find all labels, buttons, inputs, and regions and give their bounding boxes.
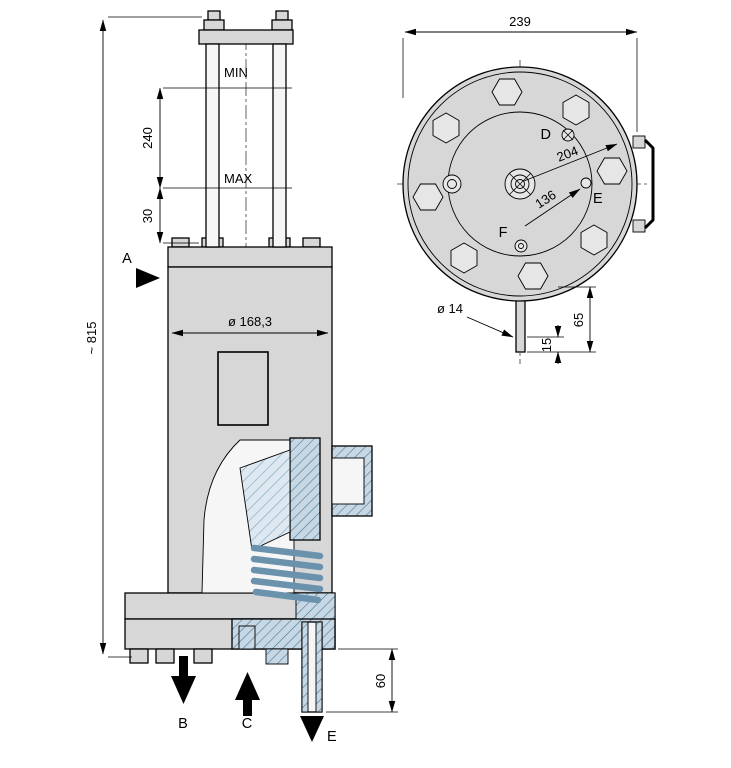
internal-flange-section [289, 437, 321, 541]
hub-bore [515, 179, 525, 189]
flange-bolts [412, 78, 628, 290]
dim-239: 239 [402, 14, 638, 132]
hex-bolt [580, 224, 608, 256]
front-view: MIN MAX 240 30 ~ 815 ø 168,3 A [84, 10, 398, 745]
spring-coil [250, 544, 324, 560]
dim-15-text: 15 [539, 338, 554, 352]
dim-204-text: 204 [555, 143, 581, 165]
left-port-inner [447, 179, 457, 189]
hex-bolt [491, 78, 523, 106]
label-b: B [178, 716, 188, 732]
top-view: D E F 204 136 239 ø 14 [397, 14, 655, 364]
dim-pin-text: ø 14 [437, 301, 463, 316]
top-plate [198, 29, 294, 45]
top-bolt-left-nut [203, 19, 225, 31]
handle-tab-top [632, 135, 646, 149]
label-e-front: E [327, 729, 337, 745]
side-port-bore [331, 457, 365, 505]
spring-coils [250, 544, 324, 604]
spring-coil [250, 566, 324, 582]
label-d: D [541, 127, 551, 143]
dim-60-text: 60 [373, 674, 388, 688]
flange-outer-circle-2 [407, 71, 633, 297]
hex-bolt [432, 112, 460, 144]
left-port-outer [442, 174, 462, 194]
hub-cross-2 [508, 172, 532, 196]
dim-65: 65 [527, 286, 596, 353]
port-f-circle [514, 239, 528, 253]
port-e-circle [580, 177, 592, 189]
body-top-flange [167, 246, 333, 268]
bottom-bolt-sectioned [265, 648, 289, 665]
flange-nut-4 [302, 237, 321, 248]
hex-bolt [596, 157, 628, 185]
label-c: C [242, 716, 252, 732]
bottom-bolt-1 [129, 648, 149, 664]
pin-leader-line [466, 316, 514, 338]
pipe-wall-left [301, 621, 309, 713]
bottom-pin [515, 298, 526, 353]
min-label: MIN [224, 65, 248, 80]
outlet-pipe [301, 621, 323, 713]
bottom-bolt-3 [193, 648, 213, 664]
arrow-c-icon [235, 672, 260, 700]
arrow-b-icon [171, 676, 196, 704]
spindle-rods [205, 43, 287, 248]
dim-240-text: 240 [140, 127, 155, 149]
handle-tab-bottom [632, 219, 646, 233]
radius-204-line [523, 143, 618, 182]
label-e-top: E [593, 191, 603, 207]
port-markers: D E F [442, 127, 603, 253]
valve-cone-section [239, 449, 291, 551]
max-label: MAX [224, 171, 253, 186]
top-bolt-right-nut [271, 19, 293, 31]
arrow-e-icon [300, 716, 324, 742]
stroke-marks: MIN MAX [163, 65, 292, 244]
arrow-b-stem [179, 656, 188, 676]
dim-815-text: ~ 815 [84, 322, 99, 355]
label-f: F [499, 225, 508, 241]
dim-30-text: 30 [140, 209, 155, 223]
arrow-c-stem [243, 700, 252, 716]
radius-136-line [524, 188, 581, 227]
port-d-cross-2 [562, 129, 574, 141]
nameplate-window [217, 351, 269, 426]
pin-body [515, 298, 526, 353]
port-f-inner [518, 243, 524, 249]
center-hub [504, 168, 536, 200]
arrow-a-icon [136, 268, 160, 288]
bottom-bolt-2 [155, 648, 175, 664]
spring-coil [250, 577, 324, 593]
hex-bolt [450, 242, 478, 274]
label-a: A [122, 251, 132, 267]
dim-65-text: 65 [571, 313, 586, 327]
dim-239-text: 239 [509, 14, 531, 29]
rod-right [272, 43, 287, 248]
top-bolt-left-head [207, 10, 221, 21]
stud-c-section [238, 625, 256, 650]
flange-nut-1 [171, 237, 190, 248]
side-handle [632, 135, 655, 233]
top-bolt-right-head [275, 10, 289, 21]
pipe-wall-right [315, 621, 323, 713]
dim-height-815: ~ 815 [84, 16, 202, 658]
handle-bar [643, 138, 655, 230]
hub-mid [510, 174, 530, 194]
spring-coil [250, 555, 324, 571]
hex-bolt [562, 94, 590, 126]
hex-bolt [517, 262, 549, 290]
dim-diameter-text: ø 168,3 [228, 314, 272, 329]
dim-diameter-168: ø 168,3 [171, 314, 329, 337]
dim-60: 60 [326, 648, 398, 713]
dim-stroke-240: 240 [140, 87, 164, 189]
dim-15: 15 [527, 325, 564, 364]
spring-coil [252, 588, 322, 604]
sectioned-internals [231, 437, 373, 665]
rod-left [205, 43, 220, 248]
dim-pin-diameter: ø 14 [437, 301, 514, 338]
hex-bolt [412, 183, 444, 211]
flow-arrows: A B C E [122, 251, 337, 745]
dim-stroke-30: 30 [140, 187, 164, 244]
